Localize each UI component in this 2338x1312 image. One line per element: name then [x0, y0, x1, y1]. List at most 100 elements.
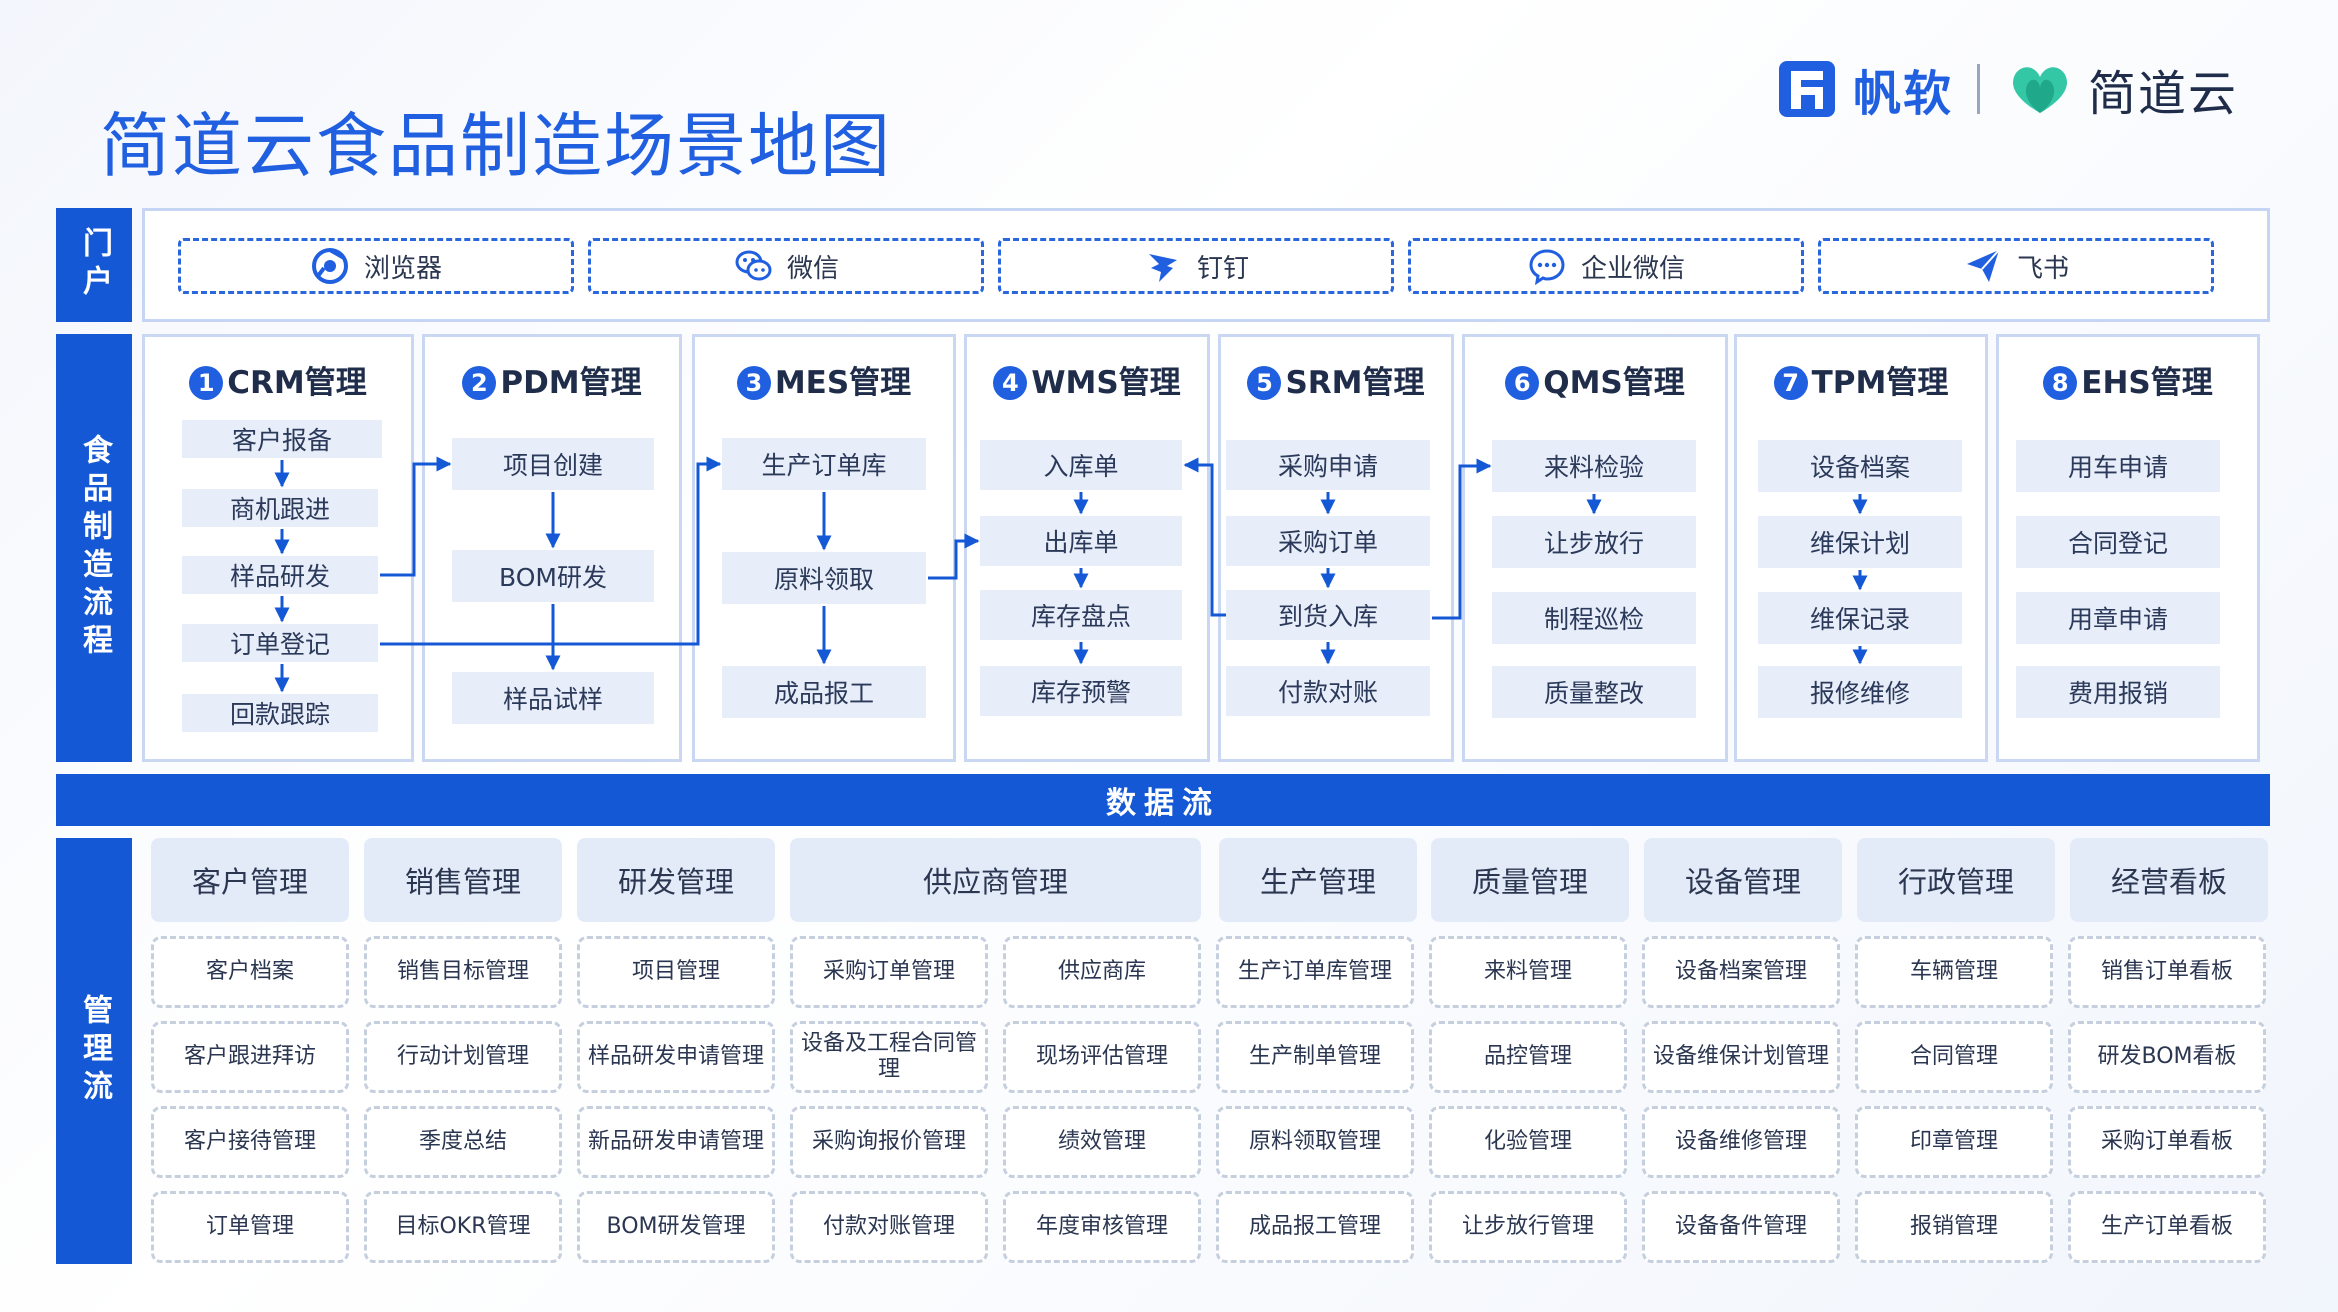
category-equipment[interactable]: 设备管理	[1644, 838, 1842, 922]
step-customer-report[interactable]: 客户报备	[182, 420, 382, 458]
mgmt-cell[interactable]: 生产订单看板	[2068, 1191, 2266, 1263]
step-order-register[interactable]: 订单登记	[182, 624, 378, 662]
step-concession-release[interactable]: 让步放行	[1492, 516, 1696, 568]
mgmt-cell[interactable]: 设备备件管理	[1642, 1191, 1840, 1263]
step-seal-request[interactable]: 用章申请	[2016, 592, 2220, 644]
mgmt-cell[interactable]: 成品报工管理	[1216, 1191, 1414, 1263]
step-sample-rd[interactable]: 样品研发	[182, 556, 378, 594]
mgmt-cell[interactable]: 让步放行管理	[1429, 1191, 1627, 1263]
mgmt-cell[interactable]: 采购询报价管理	[790, 1106, 988, 1178]
mgmt-cell[interactable]: 现场评估管理	[1003, 1021, 1201, 1093]
mgmt-cell[interactable]: 销售目标管理	[364, 936, 562, 1008]
mgmt-cell[interactable]: 设备及工程合同管理	[790, 1021, 988, 1093]
fanruan-brand-name: 帆软	[1853, 66, 1954, 122]
mgmt-cell[interactable]: 目标OKR管理	[364, 1191, 562, 1263]
fanruan-logo-icon	[1779, 61, 1835, 117]
mgmt-cell[interactable]: 采购订单管理	[790, 936, 988, 1008]
module-number: 5	[1247, 366, 1282, 400]
step-opportunity-followup[interactable]: 商机跟进	[182, 489, 378, 527]
category-sales[interactable]: 销售管理	[364, 838, 562, 922]
mgmt-cell[interactable]: 车辆管理	[1855, 936, 2053, 1008]
mgmt-cell[interactable]: 采购订单看板	[2068, 1106, 2266, 1178]
step-goods-receipt[interactable]: 到货入库	[1226, 590, 1430, 640]
step-inbound-order[interactable]: 入库单	[980, 440, 1182, 490]
mgmt-cell[interactable]: 设备档案管理	[1642, 936, 1840, 1008]
step-finished-report[interactable]: 成品报工	[722, 666, 926, 718]
mgmt-cell[interactable]: 印章管理	[1855, 1106, 2053, 1178]
step-outbound-order[interactable]: 出库单	[980, 516, 1182, 566]
mgmt-cell[interactable]: 研发BOM看板	[2068, 1021, 2266, 1093]
step-maintenance-plan[interactable]: 维保计划	[1758, 516, 1962, 568]
category-production[interactable]: 生产管理	[1219, 838, 1417, 922]
step-contract-register[interactable]: 合同登记	[2016, 516, 2220, 568]
step-purchase-request[interactable]: 采购申请	[1226, 440, 1430, 490]
portal-item-feishu[interactable]: 飞书	[1818, 238, 2214, 294]
mgmt-cell[interactable]: 品控管理	[1429, 1021, 1627, 1093]
mgmt-cell[interactable]: 供应商库	[1003, 936, 1201, 1008]
mgmt-cell[interactable]: 原料领取管理	[1216, 1106, 1414, 1178]
portal-item-browser[interactable]: 浏览器	[178, 238, 574, 294]
mgmt-cell[interactable]: 年度审核管理	[1003, 1191, 1201, 1263]
mgmt-cell[interactable]: 季度总结	[364, 1106, 562, 1178]
mgmt-cell[interactable]: 绩效管理	[1003, 1106, 1201, 1178]
mgmt-cell[interactable]: 生产制单管理	[1216, 1021, 1414, 1093]
mgmt-cell[interactable]: 化验管理	[1429, 1106, 1627, 1178]
step-project-create[interactable]: 项目创建	[452, 438, 654, 490]
mgmt-cell[interactable]: 来料管理	[1429, 936, 1627, 1008]
mgmt-cell[interactable]: 生产订单库管理	[1216, 936, 1414, 1008]
mgmt-cell[interactable]: 新品研发申请管理	[577, 1106, 775, 1178]
mgmt-cell[interactable]: 报销管理	[1855, 1191, 2053, 1263]
mgmt-cell[interactable]: 订单管理	[151, 1191, 349, 1263]
mgmt-cell[interactable]: 合同管理	[1855, 1021, 2053, 1093]
mgmt-cell[interactable]: BOM研发管理	[577, 1191, 775, 1263]
step-process-patrol[interactable]: 制程巡检	[1492, 592, 1696, 644]
jiandaoyun-logo-icon	[2013, 67, 2068, 113]
mgmt-cell[interactable]: 客户档案	[151, 936, 349, 1008]
portal-item-dingtalk[interactable]: 钉钉	[998, 238, 1394, 294]
step-inventory-alert[interactable]: 库存预警	[980, 666, 1182, 716]
step-purchase-order[interactable]: 采购订单	[1226, 516, 1430, 566]
step-vehicle-request[interactable]: 用车申请	[2016, 440, 2220, 492]
portal-item-label: 微信	[786, 253, 839, 284]
category-quality[interactable]: 质量管理	[1431, 838, 1629, 922]
chrome-icon	[311, 248, 348, 284]
module-number: 1	[189, 366, 224, 400]
module-name: TPM管理	[1811, 365, 1949, 401]
step-payment-reconcile[interactable]: 付款对账	[1226, 666, 1430, 716]
mgmt-cell[interactable]: 行动计划管理	[364, 1021, 562, 1093]
step-inventory-count[interactable]: 库存盘点	[980, 590, 1182, 640]
mgmt-cell[interactable]: 设备维保计划管理	[1642, 1021, 1840, 1093]
module-name: MES管理	[774, 365, 912, 401]
process-tab: 食品制造流程	[56, 334, 132, 762]
category-admin[interactable]: 行政管理	[1857, 838, 2055, 922]
category-customer[interactable]: 客户管理	[151, 838, 349, 922]
mgmt-cell[interactable]: 客户接待管理	[151, 1106, 349, 1178]
category-rd[interactable]: 研发管理	[577, 838, 775, 922]
mgmt-cell[interactable]: 销售订单看板	[2068, 936, 2266, 1008]
step-material-pickup[interactable]: 原料领取	[722, 552, 926, 604]
portal-item-wecom[interactable]: 企业微信	[1408, 238, 1804, 294]
mgmt-cell[interactable]: 项目管理	[577, 936, 775, 1008]
feishu-icon	[1966, 249, 2000, 282]
step-expense-reimburse[interactable]: 费用报销	[2016, 666, 2220, 718]
step-quality-rectify[interactable]: 质量整改	[1492, 666, 1696, 718]
step-repair[interactable]: 报修维修	[1758, 666, 1962, 718]
mgmt-cell[interactable]: 设备维修管理	[1642, 1106, 1840, 1178]
mgmt-cell[interactable]: 客户跟进拜访	[151, 1021, 349, 1093]
mgmt-cell[interactable]: 样品研发申请管理	[577, 1021, 775, 1093]
step-sample-trial[interactable]: 样品试样	[452, 672, 654, 724]
mgmt-cell[interactable]: 付款对账管理	[790, 1191, 988, 1263]
portal-item-wechat[interactable]: 微信	[588, 238, 984, 294]
module-number: 7	[1773, 366, 1808, 400]
category-dashboard[interactable]: 经营看板	[2070, 838, 2268, 922]
step-incoming-inspection[interactable]: 来料检验	[1492, 440, 1696, 492]
step-equipment-archive[interactable]: 设备档案	[1758, 440, 1962, 492]
category-supplier[interactable]: 供应商管理	[790, 838, 1201, 922]
step-bom-rd[interactable]: BOM研发	[452, 550, 654, 602]
step-payment-tracking[interactable]: 回款跟踪	[182, 694, 378, 732]
step-maintenance-record[interactable]: 维保记录	[1758, 592, 1962, 644]
step-production-order-library[interactable]: 生产订单库	[722, 438, 926, 490]
